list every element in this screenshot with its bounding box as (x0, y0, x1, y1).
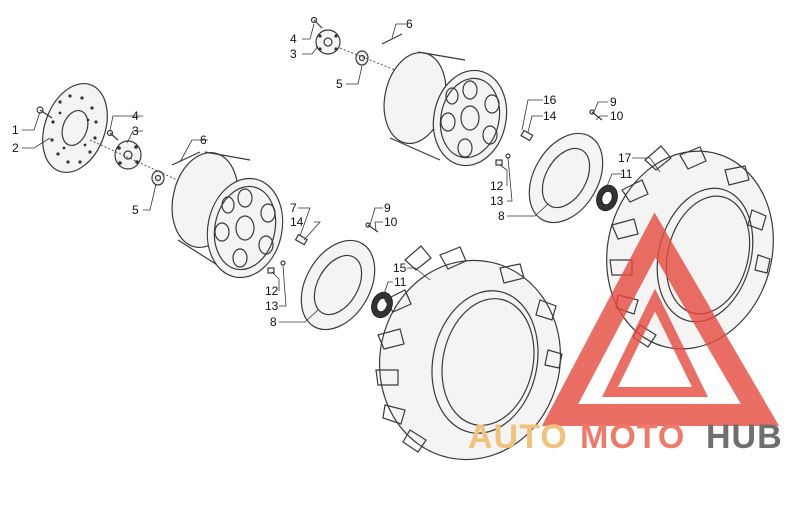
bead-ring-right (528, 132, 604, 224)
callout-5-left: 5 (132, 203, 139, 217)
callout-11-left: 11 (394, 275, 407, 289)
callout-17: 17 (618, 151, 632, 165)
callout-15: 15 (393, 261, 407, 275)
callout-9-right: 9 (610, 95, 617, 109)
brake-disc-left (42, 82, 108, 174)
callout-8-right: 8 (498, 209, 505, 223)
tire-front (375, 245, 563, 461)
screw-left (365, 222, 379, 233)
callout-12-right: 12 (490, 179, 504, 193)
watermark-text-hub: HUB (706, 418, 783, 456)
callout-13-left: 13 (265, 299, 279, 313)
watermark-text-moto: MOTO (580, 418, 685, 456)
rim-left (171, 151, 284, 279)
tire-rear (606, 145, 774, 350)
hub-left (114, 140, 142, 170)
callout-8-left: 8 (270, 315, 277, 329)
callout-5-right: 5 (336, 77, 343, 91)
callout-7: 7 (290, 201, 297, 215)
stud-left (106, 129, 119, 141)
callout-4-right: 4 (290, 32, 297, 46)
hub-right (315, 29, 341, 55)
callout-12-left: 12 (265, 284, 279, 298)
bead-ring-left (300, 239, 376, 331)
callout-14-left: 14 (290, 215, 304, 229)
callout-3-right: 3 (290, 47, 297, 61)
stud-right (310, 16, 323, 29)
valve-stem-right (520, 129, 534, 142)
rim-right (383, 51, 508, 167)
callout-6-right: 6 (406, 17, 413, 31)
callout-11-right: 11 (620, 167, 633, 181)
callout-9-left: 9 (384, 201, 391, 215)
callout-10-right: 10 (610, 109, 624, 123)
callout-4-left: 4 (132, 109, 139, 123)
callout-2-left: 2 (12, 141, 19, 155)
callout-labels: 1 2 4 3 6 5 7 14 9 10 12 13 11 8 15 6 4 … (12, 17, 633, 329)
cotter-pin-right (381, 33, 403, 45)
center-cap-right (596, 184, 618, 212)
nut-left (151, 170, 165, 186)
leader-lines (22, 23, 661, 323)
callout-13-right: 13 (490, 194, 504, 208)
nut-right (355, 50, 369, 66)
callout-14-right: 14 (543, 109, 557, 123)
watermark-text-auto: AUTO (468, 418, 568, 456)
screw-right (589, 109, 603, 121)
cotter-pin-left (171, 151, 201, 166)
lug-nut-left (267, 260, 286, 274)
callout-3-left: 3 (132, 124, 139, 138)
watermark-logo: AUTO MOTO HUB (468, 212, 783, 456)
callout-6-left: 6 (200, 133, 207, 147)
callout-10-left: 10 (384, 215, 398, 229)
valve-stem-left (294, 233, 309, 246)
callout-16: 16 (543, 93, 557, 107)
callout-1-left: 1 (12, 123, 19, 137)
